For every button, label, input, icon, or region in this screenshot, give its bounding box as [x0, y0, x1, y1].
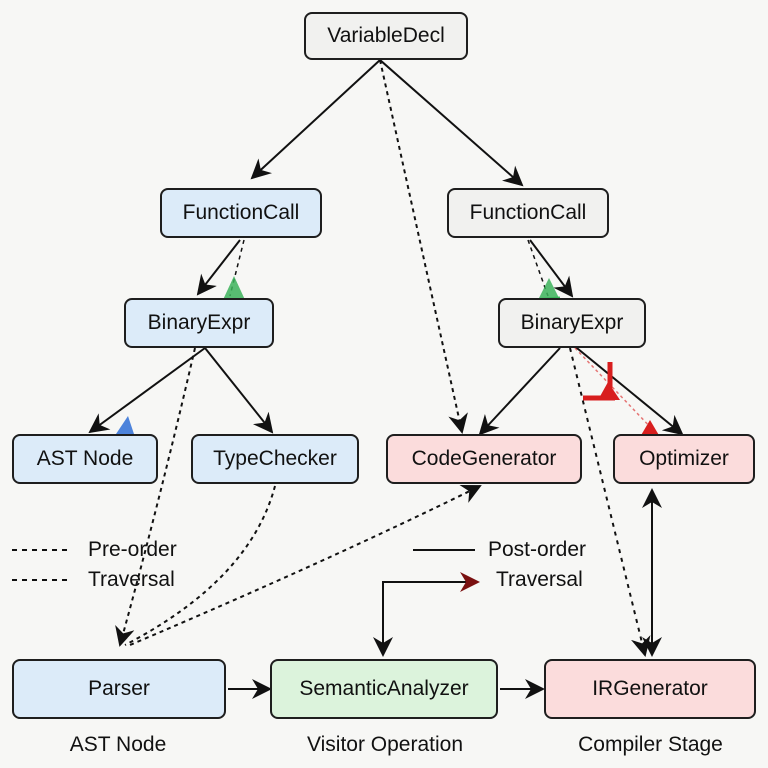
- green-marker-right-icon: [538, 278, 560, 300]
- edge-decl-to-call-left: [250, 59, 381, 180]
- node-code-generator[interactable]: CodeGenerator: [386, 434, 582, 484]
- edge-decl-to-call-right: [379, 59, 524, 187]
- node-optimizer-label: Optimizer: [639, 447, 729, 470]
- dashed-binexpr-to-parser: [115, 347, 196, 647]
- node-variable-decl[interactable]: VariableDecl: [304, 12, 468, 60]
- edge-semantic-to-postorder-legend: [382, 572, 480, 655]
- node-binary-expr-left-label: BinaryExpr: [147, 311, 251, 334]
- caption-compiler-stage: Compiler Stage: [578, 733, 723, 756]
- edge-binexpr-to-codegen: [478, 347, 561, 436]
- caption-visitor-operation: Visitor Operation: [306, 733, 464, 756]
- dashed-binexpr-to-irgen: [569, 347, 651, 657]
- edge-call-to-binexpr-right: [529, 239, 574, 298]
- node-type-checker-label: TypeChecker: [213, 447, 337, 470]
- edge-binexpr-to-astnode: [88, 347, 206, 434]
- node-binary-expr-right-label: BinaryExpr: [520, 311, 624, 334]
- node-ir-generator-label: IRGenerator: [592, 677, 708, 700]
- node-ir-generator[interactable]: IRGenerator: [544, 659, 756, 719]
- node-function-call-right-label: FunctionCall: [469, 201, 587, 224]
- node-code-generator-label: CodeGenerator: [411, 447, 557, 470]
- legend-postorder-line1: Post-order: [488, 538, 587, 561]
- red-optimizer-marker-icon: [640, 420, 660, 437]
- red-triangle-marker-icon: [598, 382, 620, 400]
- legend-preorder-line2: Traversal: [88, 568, 175, 591]
- node-optimizer[interactable]: Optimizer: [613, 434, 755, 484]
- dashed-binexpr-to-optimizer-red: [574, 347, 656, 433]
- node-parser-label: Parser: [88, 677, 150, 700]
- edge-call-to-binexpr-left: [196, 239, 241, 296]
- edge-binexpr-to-optimizer: [571, 343, 684, 436]
- node-parser[interactable]: Parser: [12, 659, 226, 719]
- node-function-call-left-label: FunctionCall: [182, 201, 300, 224]
- edge-binexpr-to-typechecker: [204, 347, 274, 434]
- dashed-parser-to-codegen: [129, 484, 482, 646]
- node-ast-node-label: AST Node: [36, 447, 134, 470]
- green-marker-icon: [222, 276, 246, 302]
- node-semantic-analyzer[interactable]: SemanticAnalyzer: [270, 659, 498, 719]
- node-variable-decl-label: VariableDecl: [327, 24, 445, 47]
- node-binary-expr-left[interactable]: BinaryExpr: [124, 298, 274, 348]
- dashed-decl-to-codegen: [379, 59, 468, 434]
- node-ast-node[interactable]: AST Node: [12, 434, 158, 484]
- legend-preorder-line1: Pre-order: [88, 538, 177, 561]
- node-binary-expr-right[interactable]: BinaryExpr: [498, 298, 646, 348]
- dashed-typechecker-to-parser: [124, 485, 276, 646]
- caption-ast-node: AST Node: [69, 733, 167, 756]
- node-semantic-analyzer-label: SemanticAnalyzer: [299, 677, 469, 700]
- legend-postorder-line2: Traversal: [496, 568, 583, 591]
- node-type-checker[interactable]: TypeChecker: [191, 434, 359, 484]
- node-function-call-right[interactable]: FunctionCall: [447, 188, 609, 238]
- node-function-call-left[interactable]: FunctionCall: [160, 188, 322, 238]
